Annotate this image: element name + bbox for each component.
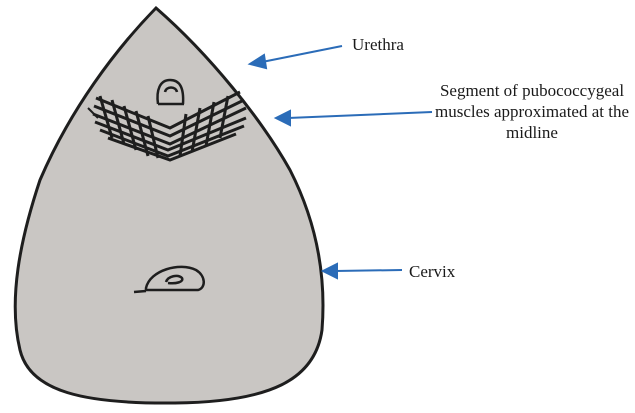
arrow-urethra-head — [250, 55, 266, 68]
cervix-label: Cervix — [409, 261, 455, 282]
urethra-label: Urethra — [352, 34, 404, 55]
arrow-pubococcygeal — [288, 112, 432, 118]
pubococcygeal-label: Segment of pubococcygeal muscles approxi… — [434, 80, 630, 143]
paper-cutout — [15, 8, 323, 403]
arrow-cervix — [335, 270, 402, 271]
arrow-urethra — [262, 46, 342, 62]
arrow-pubococcygeal-head — [276, 111, 290, 125]
arrow-cervix-head — [323, 264, 337, 278]
